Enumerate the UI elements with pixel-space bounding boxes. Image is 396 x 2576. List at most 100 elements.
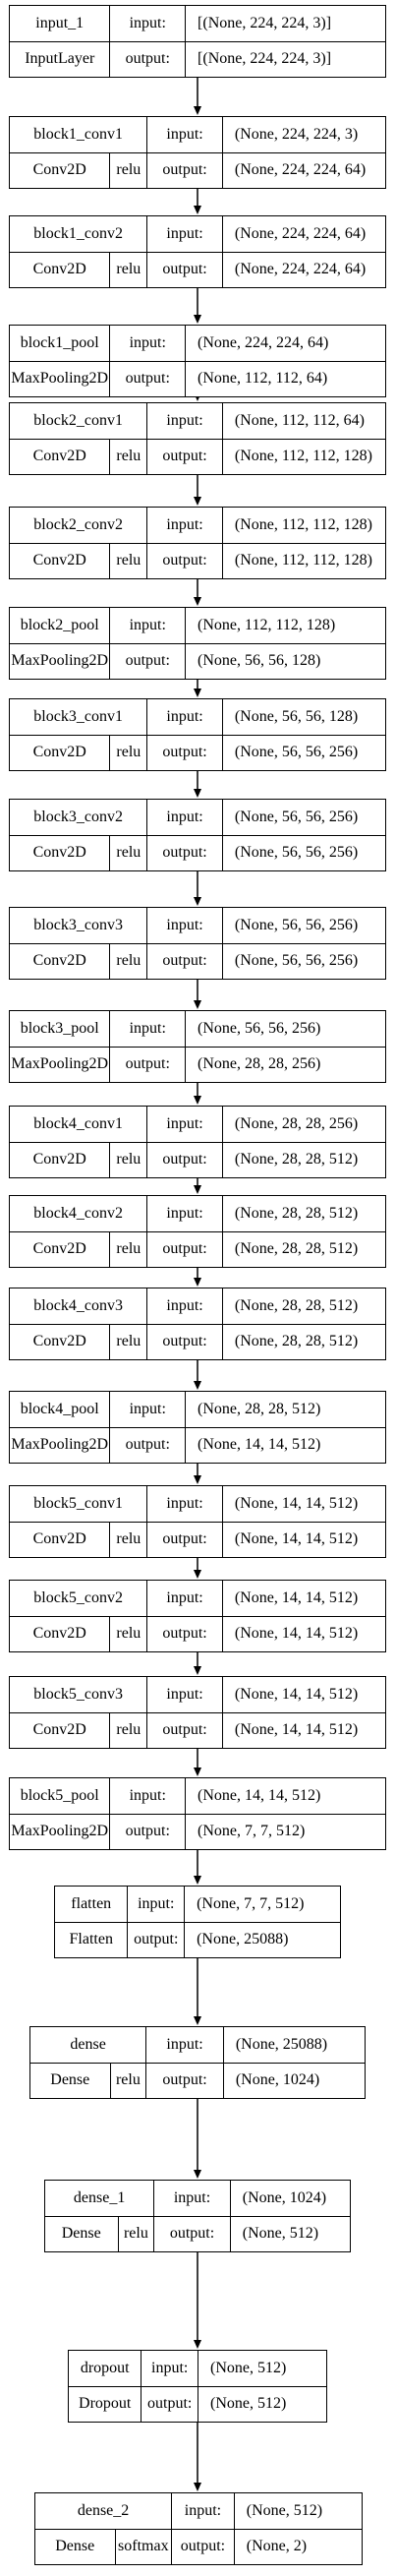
output-shape: (None, 112, 112, 128): [234, 448, 372, 464]
layer-type: Conv2D: [10, 1142, 111, 1177]
output-shape: (None, 56, 56, 256): [234, 952, 359, 969]
layer-name: block1_pool: [10, 326, 111, 361]
input-shape: (None, 112, 112, 128): [198, 617, 336, 633]
arrow-head: [194, 689, 201, 697]
output-label: output:: [147, 439, 223, 474]
layer-activation: relu: [110, 1616, 148, 1651]
layer-activation: relu: [110, 1142, 148, 1177]
input-label: input:: [146, 2027, 224, 2063]
layer-type: Conv2D: [10, 835, 111, 870]
output-shape: (None, 14, 14, 512): [234, 1625, 359, 1642]
layer-activation: relu: [110, 943, 148, 979]
input-label: input:: [147, 699, 223, 735]
input-shape: (None, 28, 28, 512): [234, 1297, 359, 1314]
output-label: output:: [128, 1922, 186, 1957]
input-label: input:: [147, 1581, 223, 1616]
input-label: input:: [141, 2351, 198, 2386]
layer-type: InputLayer: [10, 41, 111, 77]
layer-activation: relu: [111, 2063, 147, 2098]
layer-name: block3_conv1: [10, 699, 148, 735]
layer-activation: relu: [110, 252, 148, 287]
input-label: input:: [147, 216, 223, 252]
output-label: output:: [147, 1142, 223, 1177]
layer-type: MaxPooling2D: [10, 1814, 111, 1849]
layer-type: Conv2D: [10, 1712, 111, 1748]
layer-type: Flatten: [55, 1922, 129, 1957]
input-shape: (None, 224, 224, 64): [234, 225, 367, 242]
layer-name: block3_conv3: [10, 908, 148, 943]
output-shape: (None, 14, 14, 512): [198, 1436, 321, 1453]
arrow-head: [194, 789, 201, 798]
layer-name: block4_conv2: [10, 1196, 148, 1231]
input-label: input:: [147, 800, 223, 835]
layer-activation: relu: [110, 1324, 148, 1359]
layer-name: block2_conv1: [10, 403, 148, 439]
layer-name: block2_pool: [10, 608, 111, 643]
input-shape: (None, 56, 56, 256): [234, 917, 359, 933]
output-label: output:: [110, 643, 187, 679]
input-shape: (None, 512): [246, 2502, 323, 2519]
output-label: output:: [147, 1231, 223, 1267]
arrow-head: [194, 315, 201, 324]
output-label: output:: [110, 1047, 187, 1082]
input-label: input:: [147, 403, 223, 439]
input-label: input:: [147, 1196, 223, 1231]
input-shape: (None, 512): [209, 2360, 287, 2376]
arrow-head: [194, 1876, 201, 1885]
output-shape: (None, 56, 56, 256): [234, 744, 359, 760]
layer-name: flatten: [55, 1887, 129, 1922]
input-shape: (None, 7, 7, 512): [197, 1895, 305, 1912]
input-label: input:: [154, 2181, 231, 2216]
input-label: input:: [147, 1677, 223, 1712]
output-label: output:: [147, 1324, 223, 1359]
arrow-head: [194, 597, 201, 606]
output-label: output:: [147, 543, 223, 578]
input-shape: (None, 224, 224, 3): [234, 126, 359, 143]
layer-type: Dense: [45, 2216, 119, 2251]
layer-name: block4_pool: [10, 1392, 111, 1427]
output-label: output:: [141, 2386, 198, 2422]
input-shape: (None, 25088): [235, 2036, 328, 2053]
input-shape: (None, 112, 112, 128): [234, 516, 372, 533]
layer-activation: relu: [110, 1712, 148, 1748]
input-shape: (None, 224, 224, 64): [198, 334, 329, 351]
arrow-head: [194, 1475, 201, 1484]
input-shape: (None, 112, 112, 64): [234, 412, 365, 429]
layer-name: dense_1: [45, 2181, 155, 2216]
output-shape: (None, 512): [209, 2395, 287, 2412]
output-shape: (None, 512): [242, 2225, 319, 2242]
output-label: output:: [146, 2063, 224, 2098]
arrow-head: [194, 2483, 201, 2491]
output-shape: (None, 1024): [235, 2071, 320, 2088]
input-shape: (None, 28, 28, 512): [198, 1401, 321, 1417]
input-label: input:: [147, 1107, 223, 1142]
layer-type: MaxPooling2D: [10, 1047, 111, 1082]
output-label: output:: [110, 41, 187, 77]
output-shape: (None, 14, 14, 512): [234, 1721, 359, 1738]
input-label: input:: [110, 1392, 187, 1427]
arrow-head: [194, 1666, 201, 1675]
input-shape: (None, 14, 14, 512): [198, 1787, 321, 1804]
layer-type: Conv2D: [10, 1231, 111, 1267]
layer-activation: relu: [110, 439, 148, 474]
layer-name: block1_conv2: [10, 216, 148, 252]
output-shape: (None, 112, 112, 64): [198, 370, 328, 387]
output-label: output:: [110, 1814, 187, 1849]
input-label: input:: [128, 1887, 186, 1922]
arrow-head: [194, 1185, 201, 1194]
input-shape: (None, 28, 28, 256): [234, 1115, 359, 1132]
output-label: output:: [147, 835, 223, 870]
